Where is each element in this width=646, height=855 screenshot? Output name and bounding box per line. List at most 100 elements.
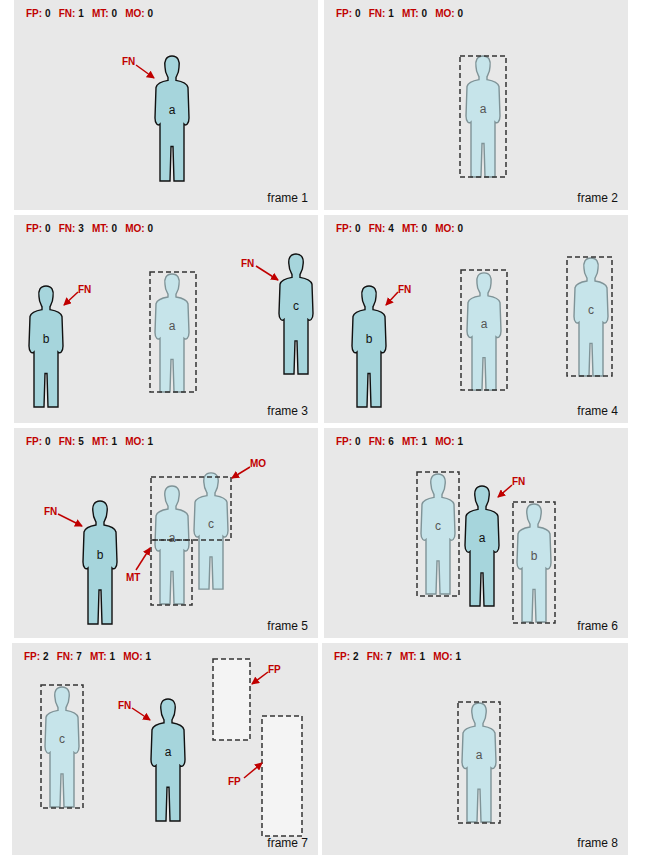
counter-key: FN: <box>367 651 384 662</box>
counter-value: 0 <box>355 436 361 447</box>
error-callout: FN <box>512 476 525 487</box>
counter-key: FN: <box>369 436 386 447</box>
counter-value: 0 <box>458 8 464 19</box>
person-silhouette <box>514 503 554 623</box>
counter-key: FN: <box>57 651 74 662</box>
person-figure: a <box>463 55 503 178</box>
error-callout: FN <box>78 284 91 295</box>
counter-key: FN: <box>59 436 76 447</box>
person-silhouette <box>462 485 502 607</box>
counter-value: 0 <box>355 223 361 234</box>
counter-value: 0 <box>458 223 464 234</box>
counter-key: FP: <box>26 8 42 19</box>
counter-value: 0 <box>148 223 154 234</box>
frame-label: frame 7 <box>267 836 308 850</box>
person-silhouette <box>276 253 316 375</box>
counter-row: FP:0FN:6MT:1MO:1 <box>336 436 471 447</box>
person-silhouette <box>459 702 499 823</box>
counter-key: MT: <box>400 651 417 662</box>
frame-label: frame 1 <box>267 191 308 205</box>
frame-label: frame 6 <box>577 619 618 633</box>
person-silhouette <box>191 472 231 590</box>
counter-row: FP:0FN:5MT:1MO:1 <box>26 436 161 447</box>
person-figure: a <box>462 485 502 607</box>
counter-key: FP: <box>26 436 42 447</box>
counter-key: MT: <box>92 8 109 19</box>
person-figure: c <box>418 473 458 595</box>
counter-value: 0 <box>45 223 51 234</box>
person-outline <box>466 56 500 177</box>
person-letter: b <box>514 549 554 563</box>
counter-key: MT: <box>402 223 419 234</box>
counter-value: 0 <box>422 223 428 234</box>
counter-value: 1 <box>146 651 152 662</box>
person-silhouette <box>152 485 192 605</box>
person-letter: a <box>462 531 502 545</box>
frame-label: frame 2 <box>577 191 618 205</box>
person-letter: b <box>80 548 120 562</box>
frame-label: frame 8 <box>577 836 618 850</box>
person-letter: c <box>42 732 82 746</box>
person-letter: c <box>418 519 458 533</box>
counter-value: 2 <box>353 651 359 662</box>
frame-panel: frame 3bacFP:0FN:3MT:0MO:0 <box>14 215 318 423</box>
counter-key: FP: <box>336 8 352 19</box>
person-silhouette <box>418 473 458 595</box>
person-outline <box>517 504 551 622</box>
person-letter: a <box>459 748 499 762</box>
counter-value: 1 <box>78 8 84 19</box>
frame-panel: frame 2aFP:0FN:1MT:0MO:0 <box>324 0 628 210</box>
counter-key: MT: <box>92 436 109 447</box>
counter-row: FP:2FN:7MT:1MO:1 <box>24 651 159 662</box>
counter-key: MO: <box>435 8 454 19</box>
person-figure: b <box>349 285 389 408</box>
frame-label: frame 5 <box>267 619 308 633</box>
person-silhouette <box>152 55 192 182</box>
person-outline <box>462 703 496 822</box>
frame-panel: frame 6cabFP:0FN:6MT:1MO:1 <box>324 428 628 638</box>
counter-value: 0 <box>422 8 428 19</box>
counter-value: 0 <box>112 8 118 19</box>
person-outline <box>83 501 117 624</box>
person-figure: a <box>152 485 192 605</box>
counter-key: MT: <box>92 223 109 234</box>
counter-value: 0 <box>112 223 118 234</box>
person-letter: b <box>349 332 389 346</box>
person-figure: a <box>464 272 504 391</box>
error-callout: FP <box>228 776 241 787</box>
person-outline <box>279 254 313 374</box>
frame-panel: frame 5bacFP:0FN:5MT:1MO:1 <box>14 428 318 638</box>
counter-key: MO: <box>435 223 454 234</box>
counter-row: FP:2FN:7MT:1MO:1 <box>334 651 469 662</box>
error-callout: MO <box>250 458 266 469</box>
person-figure: c <box>276 253 316 375</box>
person-outline <box>421 474 455 594</box>
person-letter: a <box>464 317 504 331</box>
error-callout: FN <box>118 700 131 711</box>
person-silhouette <box>152 273 192 393</box>
person-outline <box>45 687 79 807</box>
counter-value: 7 <box>386 651 392 662</box>
person-outline <box>194 473 228 589</box>
counter-value: 7 <box>76 651 82 662</box>
error-callout: FN <box>122 56 135 67</box>
person-letter: b <box>26 332 66 346</box>
person-outline <box>155 56 189 181</box>
person-letter: c <box>571 303 611 317</box>
counter-value: 0 <box>45 436 51 447</box>
person-silhouette <box>26 285 66 408</box>
counter-key: FP: <box>334 651 350 662</box>
error-callout: MT <box>126 572 140 583</box>
counter-row: FP:0FN:3MT:0MO:0 <box>26 223 161 234</box>
counter-row: FP:0FN:1MT:0MO:0 <box>336 8 471 19</box>
error-callout: FN <box>241 258 254 269</box>
counter-value: 5 <box>78 436 84 447</box>
counter-key: FN: <box>59 223 76 234</box>
person-figure: c <box>571 257 611 377</box>
counter-value: 0 <box>148 8 154 19</box>
counter-key: FP: <box>336 436 352 447</box>
person-figure: c <box>191 472 231 590</box>
counter-value: 1 <box>110 651 116 662</box>
person-silhouette <box>464 272 504 391</box>
